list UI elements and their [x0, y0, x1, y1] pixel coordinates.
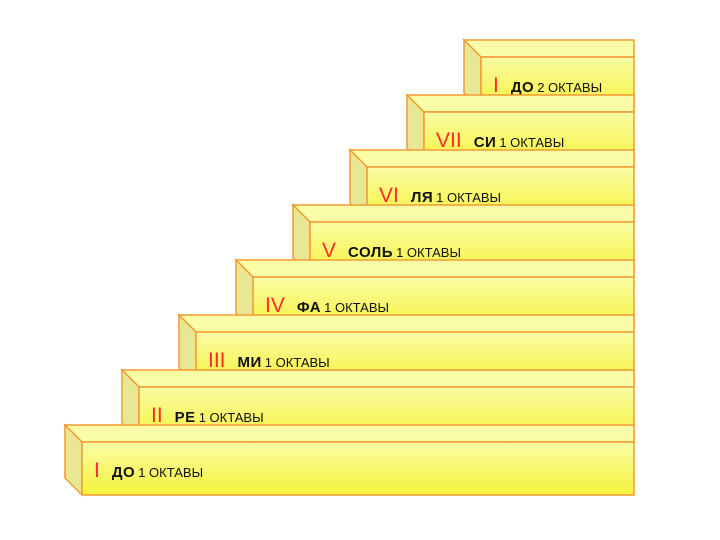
- step-octave: 1 ОКТАВЫ: [436, 190, 502, 205]
- step-roman-numeral: V: [322, 239, 337, 262]
- step-roman-numeral: VI: [379, 184, 399, 207]
- step-octave: 1 ОКТАВЫ: [138, 465, 204, 480]
- step-roman-numeral: IV: [265, 294, 285, 317]
- step-roman-numeral: III: [208, 349, 226, 372]
- step-roman-numeral: II: [151, 404, 163, 427]
- step-roman-numeral: I: [94, 459, 100, 482]
- step-note-name: ФА: [296, 299, 322, 316]
- step-note-name: ДО: [510, 79, 535, 96]
- step-note-name: СИ: [473, 134, 497, 151]
- step-octave: 1 ОКТАВЫ: [198, 410, 264, 425]
- step-note-name: МИ: [237, 354, 262, 371]
- step-octave: 1 ОКТАВЫ: [264, 355, 330, 370]
- step-note-name: РЕ: [174, 409, 196, 426]
- step-roman-numeral: VII: [436, 129, 462, 152]
- stair-front-face: [81, 441, 635, 496]
- step-octave: 1 ОКТАВЫ: [324, 300, 389, 315]
- step-note-name: ДО: [111, 464, 136, 481]
- step-note-name: СОЛЬ: [348, 244, 394, 261]
- step-octave: 2 ОКТАВЫ: [537, 80, 603, 95]
- step-roman-numeral: I: [493, 74, 499, 97]
- stair-top-face: [63, 424, 635, 443]
- step-note-name: ЛЯ: [410, 189, 434, 206]
- step-octave: 1 ОКТАВЫ: [499, 135, 565, 150]
- step-octave: 1 ОКТАВЫ: [396, 245, 461, 260]
